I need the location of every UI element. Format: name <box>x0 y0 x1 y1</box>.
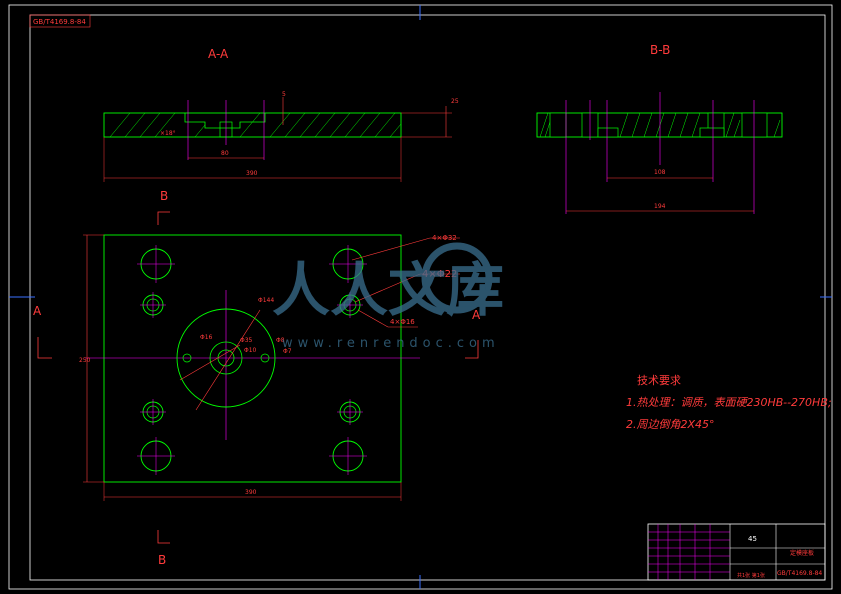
leader-center-diag2 <box>179 344 241 381</box>
center-dim-8: Φ8 <box>276 337 285 344</box>
side-hole-left <box>182 353 192 363</box>
plan-view: 4×Φ32 4×Φ22 4×Φ16 Φ144 Φ16 Φ35 Φ8 Φ7 Φ10… <box>33 189 481 567</box>
small-hole <box>140 399 166 425</box>
side-hole-right <box>260 353 270 363</box>
bb-dim-inner: 108 <box>654 169 666 176</box>
section-bb-outline <box>536 112 783 138</box>
center-dim-35: Φ35 <box>240 337 253 344</box>
bb-hole-left-1 <box>549 112 567 138</box>
section-aa-outline <box>103 112 402 138</box>
section-bb-view: 108 194 <box>536 92 783 214</box>
section-aa-hatch <box>109 112 402 138</box>
watermark-cn: 人人文库 <box>272 256 504 324</box>
aa-dim-width: 390 <box>246 170 258 177</box>
section-bb-hatch <box>539 112 781 138</box>
tb-part-name: 定模座板 <box>790 549 814 557</box>
plan-dim-width: 390 <box>245 489 257 496</box>
section-mark-a-right: A <box>472 308 481 322</box>
large-hole <box>137 245 175 283</box>
watermark-url: www.renrendoc.com <box>282 336 500 351</box>
bb-recess <box>597 127 619 138</box>
plan-dim-height: 250 <box>79 357 91 364</box>
bb-dim-outer: 194 <box>654 203 666 210</box>
leader-16 <box>357 309 389 328</box>
plan-outline <box>103 234 402 483</box>
leader-center-diag <box>195 309 261 411</box>
standard-tag-box <box>29 14 91 28</box>
center-ring <box>209 341 243 375</box>
callout-large-holes: 4×Φ32 <box>432 234 457 242</box>
tech-notes-line2: 2.周边倒角2X45° <box>626 418 715 431</box>
section-aa-recess <box>184 113 266 129</box>
section-mark-b-bottom: B <box>158 553 166 567</box>
leader-22 <box>354 273 421 303</box>
section-aa-title: A-A <box>208 47 229 61</box>
center-dim-16: Φ16 <box>200 334 213 341</box>
center-large-circle <box>176 308 276 408</box>
section-cut-b-bottom <box>157 530 170 544</box>
section-cut-a-right <box>465 340 479 359</box>
aa-dim-angle: ×18° <box>160 130 176 137</box>
section-mark-b-top: B <box>160 189 168 203</box>
center-dim-10: Φ10 <box>244 347 257 354</box>
large-hole <box>329 437 367 475</box>
tech-notes-title: 技术要求 <box>637 374 681 387</box>
bb-hole-right-2 <box>741 112 768 138</box>
center-dim-7: Φ7 <box>283 348 292 355</box>
small-hole <box>337 292 363 318</box>
tb-material: 45 <box>748 535 757 543</box>
bb-recess-2 <box>699 127 725 138</box>
aa-dim-thickness: 25 <box>451 98 459 105</box>
tb-scale: 共1张 第1张 <box>737 572 765 579</box>
large-hole <box>137 437 175 475</box>
tb-standard: GB/T4169.8-84 <box>777 570 822 577</box>
callout-small-holes: 4×Φ16 <box>390 318 415 326</box>
tech-notes-line1: 1.热处理：调质，表面硬230HB--270HB; <box>626 396 832 409</box>
section-cut-b-top <box>157 211 170 225</box>
watermark: 人人文库 www.renrendoc.com <box>272 242 504 351</box>
large-hole <box>329 245 367 283</box>
section-bb-title: B-B <box>650 43 670 57</box>
title-block: 45 定模座板 GB/T4169.8-84 共1张 第1张 <box>647 523 826 581</box>
section-cut-a-left <box>37 337 52 359</box>
small-hole <box>337 399 363 425</box>
leader-32 <box>351 237 431 261</box>
center-dim-144: Φ144 <box>258 297 274 304</box>
section-aa-view: 390 80 25 5 ×18° <box>103 91 459 182</box>
section-mark-a-left: A <box>33 304 42 318</box>
watermark-logo-ring <box>421 242 493 314</box>
title-block-frame <box>647 523 826 581</box>
small-hole <box>140 292 166 318</box>
standard-tag: GB/T4169.8-84 <box>33 18 86 26</box>
callout-mid-holes: 4×Φ22 <box>422 269 457 280</box>
aa-dim-span: 80 <box>221 150 229 157</box>
tb-grid <box>648 524 730 580</box>
aa-dim-depth: 5 <box>282 91 286 98</box>
